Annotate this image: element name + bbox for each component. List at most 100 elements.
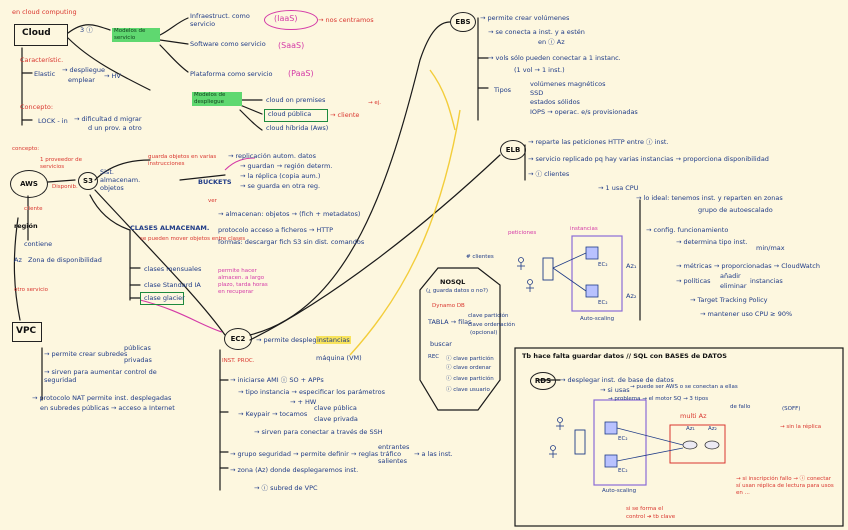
paas-label: Plataforma como servicio — [190, 70, 278, 78]
elb-metricas: → métricas → proporcionadas → CloudWatch — [676, 262, 820, 270]
s3-glacier: clase glacier — [144, 294, 185, 302]
s3-guarda: guarda objetos en varias instrucciones — [148, 154, 228, 168]
elb-ideal: → lo ideal: tenemos inst. y reparten en … — [636, 194, 783, 202]
rds-elegir: → puede ser AWS o se conectan a ellas — [630, 384, 738, 391]
s3-protocolo: protocolo acceso a ficheros → HTTP — [218, 226, 333, 234]
ec2-clave-privada: clave privada — [314, 415, 358, 423]
s3-clases: CLASES ALMACENAM. — [130, 224, 209, 232]
elb-az2: Az₂ — [626, 292, 636, 300]
elb-instancias: instancias — [750, 277, 783, 285]
aws-disp-zone: Zona de disponibilidad — [28, 256, 102, 264]
cloud-dificultad: → dificultad d migrar — [74, 115, 142, 123]
nosql-dynamo: Dynamo DB — [432, 303, 465, 310]
saas-label: Software como servicio — [190, 40, 268, 48]
elb-usa: → 1 usa CPU — [598, 184, 639, 192]
rds-note: → si inscripción fallo → ⓘ conectar sí u… — [736, 476, 836, 497]
rds-usar: → si usas — [600, 386, 630, 394]
header-subtitle: en cloud computing — [12, 8, 77, 16]
ebs-ssd: SSD — [530, 89, 543, 97]
aws-az: Az — [14, 256, 22, 264]
ec2-instancias: instancias — [316, 336, 351, 344]
ec2-ami: → iniciarse AMI ⓘ SO + APPs — [230, 376, 324, 384]
nosql-title: NOSQL — [440, 278, 465, 286]
ec2-title: EC2 — [231, 335, 246, 343]
ebs-en-az: en ⓘ Az — [538, 38, 565, 46]
aws-concepto: concepto: — [12, 146, 39, 153]
vpc-title: VPC — [16, 326, 36, 337]
ebs-circle: EBS — [450, 12, 476, 32]
ec2-conectar: → sirven para conectar a través de SSH — [254, 428, 383, 436]
vpc-nat2: en subredes públicas → acceso a Internet — [40, 404, 175, 412]
rds-ec2-2: EC₂ — [618, 468, 628, 475]
cloud-proveedor: d un prov. a otro — [88, 124, 142, 132]
s3-guardan: → guardan → región determ. — [240, 162, 332, 170]
elb-title: ELB — [506, 146, 521, 154]
elb-peticiones: peticiones — [508, 230, 536, 237]
ec2-instal: INST. PROC. — [222, 358, 255, 365]
s3-buckets: BUCKETS — [198, 178, 232, 186]
rds-az1: Az₁ — [686, 426, 695, 433]
elb-auto-scaling: Auto-scaling — [580, 316, 614, 323]
nosql-clave-ordenar: ⓘ clave ordenar — [446, 365, 491, 372]
rds-ec2-1: EC₂ — [618, 436, 628, 443]
deploy-ej: → ej. — [368, 100, 381, 107]
ec2-salientes: salientes — [378, 457, 407, 465]
elb-anadir: añadir — [720, 272, 741, 280]
cloud-caracteristicas: Característic. — [20, 56, 63, 64]
ec2-clave-publica: clave pública — [314, 404, 357, 412]
rds-sin: → sin la réplica — [780, 424, 821, 431]
aws-disponible: Disponib. — [52, 184, 78, 191]
aws-otro-servicio: otro servicio — [14, 287, 48, 294]
s3-standard: clase Standard IA — [144, 281, 201, 289]
aws-region: región — [14, 222, 38, 230]
nosql-sub: (¿ guarda datos o no?) — [426, 288, 488, 295]
cloud-hv: → HV — [104, 72, 121, 80]
s3-almacenar: → almacenan: objetos → (fich + metadatos… — [218, 210, 360, 218]
elb-az1: Az₁ — [626, 262, 636, 270]
cloud-despliegue: → despliegue — [62, 66, 105, 74]
ebs-solidos: estados sólidos — [530, 98, 580, 106]
ec2-keypair: → Keypair → tocamos — [238, 410, 307, 418]
cloud-lock: LOCK - in — [38, 117, 68, 125]
nosql-tabla: TABLA → filas — [428, 318, 471, 326]
ec2-permite: → permite desplegar — [256, 336, 323, 344]
rds-auto-scaling: Auto-scaling — [602, 488, 636, 495]
s3-bucket-cond: → se guarda en otra reg. — [240, 182, 320, 190]
vpc-nat: → protocolo NAT permite inst. desplegada… — [32, 394, 171, 402]
vpc-privadas: privadas — [124, 356, 152, 364]
s3-ver: ver — [208, 198, 217, 205]
nosql-rec: REC — [428, 354, 439, 361]
aws-otro: cliente — [24, 206, 43, 213]
elb-servicio: → servicio replicado pq hay varias insta… — [528, 155, 769, 163]
rds-bottom1: si se forma el — [626, 506, 663, 513]
cloud-concepto: Concepto: — [20, 103, 53, 111]
nosql-clave-ord: clave ordenación — [468, 322, 515, 329]
s3-circle: S3 — [78, 172, 98, 190]
modelos-servicio-label: Modelos de servicio — [112, 28, 160, 42]
vpc-sirven: → sirven para aumentar control de seguri… — [44, 368, 164, 384]
ec2-subred: → ⓘ subred de VPC — [254, 484, 318, 492]
nosql-clave-part: clave partición — [468, 313, 509, 320]
s3-title: S3 — [83, 177, 93, 185]
ebs-tipos: Tipos — [494, 86, 511, 94]
nosql-clave-usuario: ⓘ clave usuario — [446, 387, 490, 394]
rds-soff: (SOFF) — [782, 406, 800, 413]
iaas-note: → nos centramos — [318, 16, 374, 24]
rds-tipos: de fallo — [730, 404, 750, 411]
ec2-entrantes: entrantes — [378, 443, 409, 451]
ec2-maquina: máquina (VM) — [316, 354, 362, 362]
onpremises-label: cloud on premises — [266, 96, 325, 104]
elb-grupo-auto: grupo de autoescalado — [698, 206, 773, 214]
rds-problema: → problema → el motor SQ → 3 tipos — [608, 396, 708, 403]
elb-config: → config. funcionamiento — [646, 226, 728, 234]
ebs-conectar: → se conecta a inst. y a estén — [488, 28, 585, 36]
elb-clientes: → ⓘ clientes — [528, 170, 569, 178]
iaas-label: Infraestruct. como servicio — [190, 12, 260, 28]
elb-politicas: → políticas — [676, 277, 711, 285]
elb-mantener: → mantener uso CPU ≥ 90% — [700, 310, 792, 318]
elb-ec2-1: EC₂ — [598, 262, 608, 269]
s3-replicacion: → replicación autom. datos — [228, 152, 316, 160]
ebs-vols: → vols sólo pueden conectar a 1 instanc. — [488, 54, 621, 62]
ec2-grupo: → grupo seguridad → permite definir → re… — [230, 450, 401, 458]
elb-instancias-label: instancias — [570, 226, 598, 233]
